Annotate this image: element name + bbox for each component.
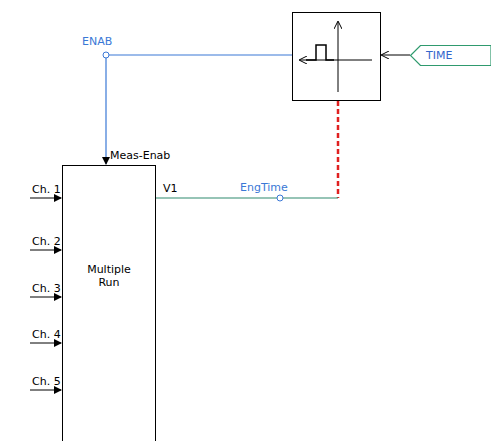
input-wire (30, 198, 61, 199)
signal-name: EngTime (240, 181, 288, 194)
input-wire (30, 343, 61, 344)
port-name: V1 (163, 182, 178, 195)
channel-name: Ch. 2 (32, 235, 61, 248)
dashed-link (337, 101, 340, 198)
block-box: Multiple Run (62, 165, 156, 441)
engtime-wire (156, 195, 338, 201)
block-name: Multiple Run (78, 263, 140, 289)
time-arrow (382, 55, 410, 56)
enab-wire (103, 52, 292, 164)
pulse-block (293, 13, 381, 101)
input-wire (30, 250, 61, 251)
signal-tag-text: TIME (426, 49, 452, 62)
port-name: Meas-Enab (110, 149, 170, 162)
input-wire (30, 390, 61, 391)
channel-name: Ch. 5 (32, 375, 61, 388)
input-wire (30, 297, 61, 298)
channel-name: Ch. 1 (32, 183, 61, 196)
signal-name: ENAB (82, 35, 112, 48)
channel-inputs (30, 198, 61, 390)
tag-box: TIME (410, 45, 491, 66)
channel-name: Ch. 4 (32, 328, 61, 341)
channel-name: Ch. 3 (32, 282, 61, 295)
